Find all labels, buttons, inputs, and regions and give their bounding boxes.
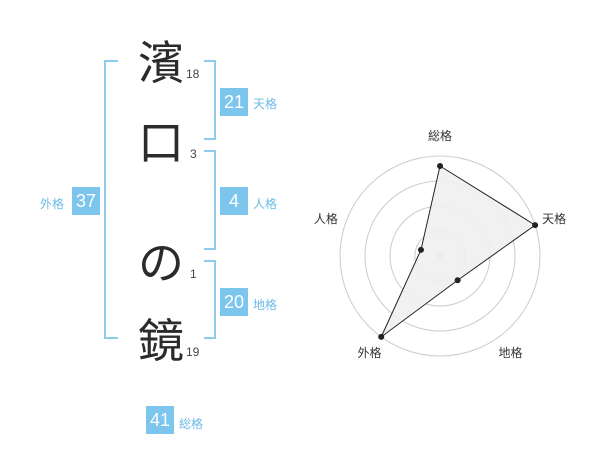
radar-point	[532, 222, 539, 229]
radar-ring	[339, 155, 541, 357]
chikaku-value: 20	[220, 288, 248, 316]
radar-axis-label: 総格	[428, 128, 452, 143]
radar-point	[454, 277, 461, 284]
name-char-1: 濱	[138, 36, 184, 90]
radar-axis-label: 人格	[314, 211, 338, 226]
tenkaku-bracket	[204, 60, 216, 140]
radar-axis-label: 地格	[499, 345, 523, 360]
name-char-4: 鏡	[138, 314, 184, 368]
gaikaku-bracket	[104, 60, 118, 339]
tenkaku-label: 天格	[253, 97, 278, 111]
stroke-count-4: 19	[186, 345, 200, 359]
soukaku-label: 総格	[179, 417, 204, 431]
jinkaku-value: 4	[220, 187, 248, 215]
radar-point	[417, 246, 424, 253]
radar-axis-label: 天格	[542, 211, 566, 226]
gaikaku-value: 37	[72, 187, 100, 215]
jinkaku-label: 人格	[253, 197, 278, 211]
name-char-3: の	[138, 236, 184, 290]
radar-axis-label: 外格	[357, 345, 381, 360]
radar-point	[437, 163, 443, 169]
tenkaku-value: 21	[220, 88, 248, 116]
soukaku-value: 41	[146, 406, 174, 434]
stroke-count-2: 3	[190, 147, 197, 161]
radar-shape	[380, 165, 537, 338]
radar-points	[378, 163, 539, 340]
jinkaku-bracket	[204, 150, 216, 250]
radar-point	[378, 333, 385, 340]
stroke-count-3: 1	[190, 267, 197, 281]
chikaku-label: 地格	[253, 298, 278, 312]
chikaku-bracket	[204, 260, 216, 339]
stroke-count-1: 18	[186, 67, 200, 81]
name-char-2: 口	[138, 116, 184, 170]
gaikaku-label: 外格	[40, 197, 65, 211]
